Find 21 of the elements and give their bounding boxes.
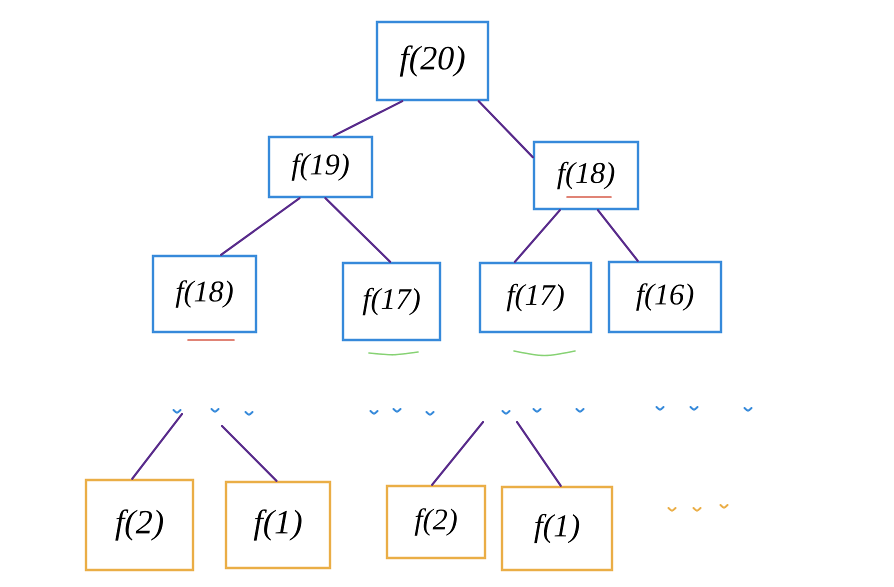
connector-line bbox=[478, 100, 534, 158]
function-box: f(1) bbox=[224, 480, 332, 570]
function-box: f(20) bbox=[376, 20, 490, 102]
function-box: f(16) bbox=[608, 260, 722, 334]
function-box: f(2) bbox=[84, 478, 194, 572]
connector-line bbox=[431, 420, 484, 486]
connector-line bbox=[516, 420, 562, 487]
function-box: f(17) bbox=[478, 262, 592, 334]
connector-line bbox=[220, 197, 301, 256]
connector-line bbox=[514, 209, 561, 263]
connector-line bbox=[131, 412, 184, 480]
function-box: f(18) bbox=[152, 254, 258, 334]
function-box: f(18) bbox=[532, 140, 640, 210]
function-box: f(19) bbox=[268, 136, 374, 198]
function-box: f(17) bbox=[342, 262, 442, 342]
connector-line bbox=[324, 197, 392, 263]
function-box: f(2) bbox=[386, 484, 486, 560]
connector-line bbox=[220, 424, 278, 482]
connector-line bbox=[332, 100, 404, 137]
connector-line bbox=[596, 209, 639, 262]
function-box: f(1) bbox=[500, 486, 614, 572]
